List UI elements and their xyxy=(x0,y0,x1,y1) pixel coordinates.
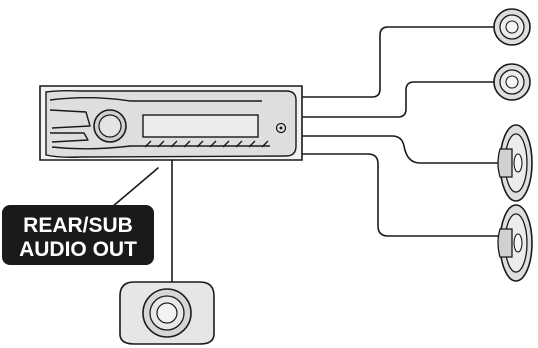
speaker-third-dustcap xyxy=(513,153,523,173)
label-pointer-line xyxy=(111,167,159,208)
wire-to-speaker-third xyxy=(299,135,499,164)
faceplate-swoosh-upper xyxy=(49,97,262,102)
tweeter-second xyxy=(493,63,531,101)
preset-buttons xyxy=(144,140,269,148)
faceplate-swoosh-lower xyxy=(51,145,270,150)
subwoofer xyxy=(119,281,215,345)
tweeter-top-dome xyxy=(505,20,519,34)
wire-to-tweeter-second xyxy=(299,81,497,118)
rear-sub-audio-out-label: REAR/SUB AUDIO OUT xyxy=(2,205,154,265)
faceplate-left-wing-inner xyxy=(50,132,89,143)
tweeter-top xyxy=(493,8,531,46)
label-line1: REAR/SUB xyxy=(23,214,133,237)
wire-to-speaker-bottom xyxy=(299,153,499,237)
speaker-bottom-magnet xyxy=(497,228,513,258)
faceplate-left-wing xyxy=(49,109,91,129)
tweeter-second-dome xyxy=(505,75,519,89)
label-line2: AUDIO OUT xyxy=(19,238,137,261)
speaker-bottom-dustcap xyxy=(513,233,523,253)
speaker-wires xyxy=(299,26,499,237)
volume-knob-inner xyxy=(98,114,122,138)
wire-to-tweeter-top xyxy=(299,26,497,98)
label-background xyxy=(2,205,154,265)
display-window xyxy=(142,114,259,138)
speaker-third xyxy=(497,124,533,202)
head-unit xyxy=(39,85,303,161)
subwoofer-cone-inner xyxy=(156,302,178,324)
eject-button-dot xyxy=(279,126,283,130)
speaker-third-magnet xyxy=(497,148,513,178)
speaker-bottom xyxy=(497,204,533,282)
